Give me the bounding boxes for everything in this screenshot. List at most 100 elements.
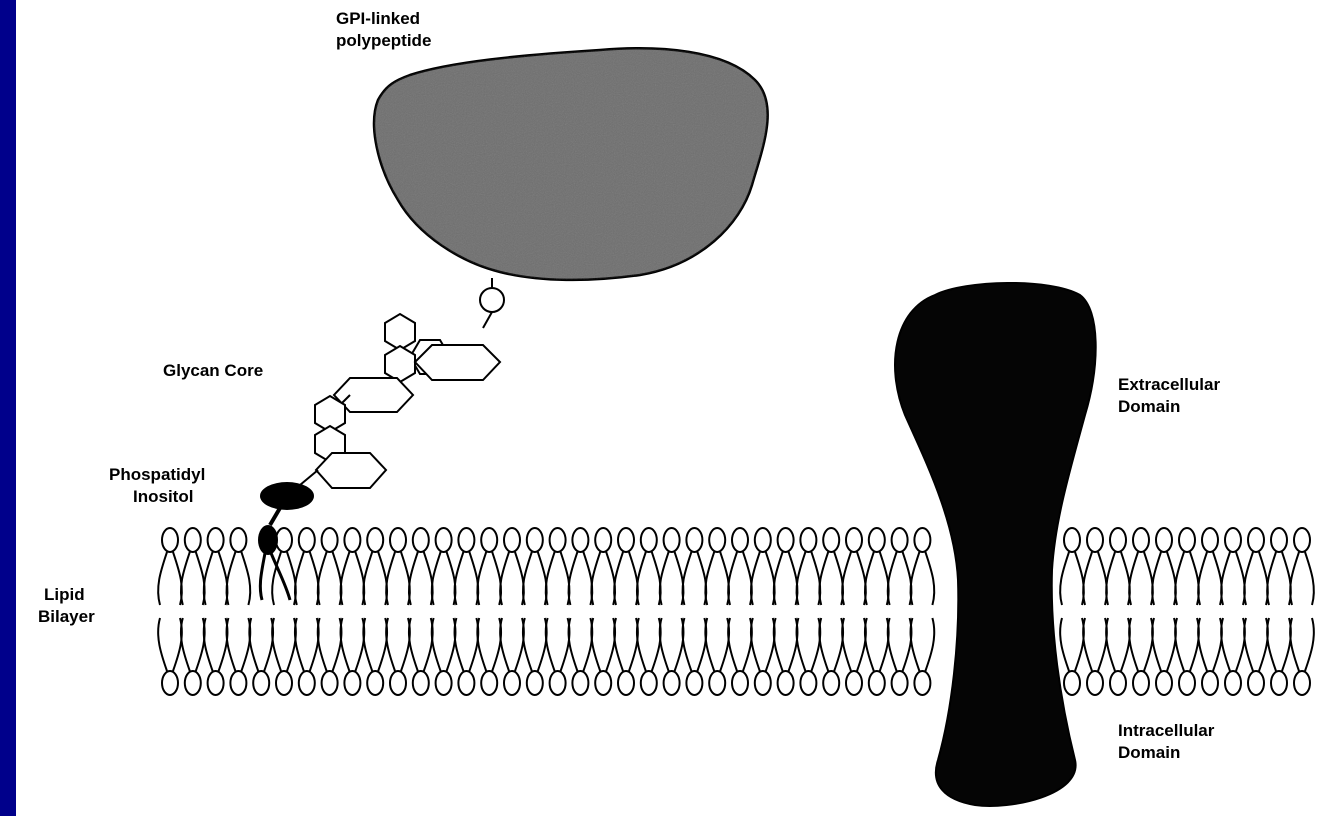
lipid-lower-leaflet bbox=[363, 618, 387, 695]
label-lipid-bilayer: Lipid Bilayer bbox=[38, 584, 95, 628]
lipid-lower-leaflet bbox=[614, 618, 638, 695]
lipid-lower-leaflet bbox=[774, 618, 798, 695]
lipid-upper-leaflet bbox=[523, 528, 547, 605]
lipid-lower-leaflet bbox=[249, 618, 273, 695]
lipid-lower-leaflet bbox=[865, 618, 889, 695]
glycan-hexagon-small bbox=[385, 346, 415, 382]
lipid-lower-leaflet bbox=[1152, 618, 1176, 695]
lipid-upper-leaflet bbox=[1060, 528, 1084, 605]
lipid-lower-leaflet bbox=[637, 618, 661, 695]
lipid-upper-leaflet bbox=[1175, 528, 1199, 605]
lipid-upper-leaflet bbox=[1267, 528, 1291, 605]
label-extra-line2: Domain bbox=[1118, 396, 1220, 418]
lipid-lower-leaflet bbox=[386, 618, 410, 695]
lipid-lower-leaflet bbox=[500, 618, 524, 695]
label-lipid-line2: Bilayer bbox=[38, 606, 95, 628]
label-extracellular-domain: Extracellular Domain bbox=[1118, 374, 1220, 418]
lipid-upper-leaflet bbox=[591, 528, 615, 605]
label-phos-line1: Phospatidyl bbox=[109, 464, 205, 486]
lipid-lower-leaflet bbox=[227, 618, 251, 695]
lipid-lower-leaflet bbox=[1175, 618, 1199, 695]
glycan-circle-sugar bbox=[480, 288, 504, 312]
lipid-upper-leaflet bbox=[1106, 528, 1130, 605]
lipid-upper-leaflet bbox=[500, 528, 524, 605]
lipid-lower-leaflet bbox=[683, 618, 707, 695]
phosphatidyl-inositol-head bbox=[260, 482, 314, 510]
lipid-lower-leaflet bbox=[842, 618, 866, 695]
glycan-core bbox=[300, 278, 504, 488]
lipid-lower-leaflet bbox=[1129, 618, 1153, 695]
label-gpi-polypeptide: GPI-linked polypeptide bbox=[336, 8, 431, 52]
lipid-upper-leaflet bbox=[705, 528, 729, 605]
lipid-lower-leaflet bbox=[1244, 618, 1268, 695]
pi-tail bbox=[260, 553, 265, 600]
lipid-upper-leaflet bbox=[751, 528, 775, 605]
lipid-upper-leaflet bbox=[774, 528, 798, 605]
lipid-lower-leaflet bbox=[797, 618, 821, 695]
lipid-upper-leaflet bbox=[819, 528, 843, 605]
lipid-lower-leaflet bbox=[181, 618, 205, 695]
lipid-lower-leaflet bbox=[1083, 618, 1107, 695]
lipid-upper-leaflet bbox=[1244, 528, 1268, 605]
lipid-upper-leaflet bbox=[614, 528, 638, 605]
label-glycan-text: Glycan Core bbox=[163, 360, 263, 382]
label-intra-line1: Intracellular bbox=[1118, 720, 1214, 742]
label-lipid-line1: Lipid bbox=[38, 584, 95, 606]
lipid-lower-leaflet bbox=[660, 618, 684, 695]
lipid-upper-leaflet bbox=[1290, 528, 1314, 605]
lipid-upper-leaflet bbox=[888, 528, 912, 605]
lipid-lower-leaflet bbox=[546, 618, 570, 695]
lipid-lower-leaflet bbox=[1060, 618, 1084, 695]
lipid-upper-leaflet bbox=[455, 528, 479, 605]
lipid-upper-leaflet bbox=[295, 528, 319, 605]
label-gpi-line2: polypeptide bbox=[336, 30, 431, 52]
lipid-upper-leaflet bbox=[1221, 528, 1245, 605]
lipid-upper-leaflet bbox=[363, 528, 387, 605]
label-phosphatidyl-inositol: Phospatidyl Inositol bbox=[109, 464, 205, 508]
lipid-upper-leaflet bbox=[386, 528, 410, 605]
lipid-lower-leaflet bbox=[911, 618, 935, 695]
lipid-upper-leaflet bbox=[318, 528, 342, 605]
lipid-upper-leaflet bbox=[797, 528, 821, 605]
lipid-upper-leaflet bbox=[1083, 528, 1107, 605]
lipid-lower-leaflet bbox=[318, 618, 342, 695]
lipid-upper-leaflet bbox=[181, 528, 205, 605]
lipid-upper-leaflet bbox=[1198, 528, 1222, 605]
lipid-lower-leaflet bbox=[1106, 618, 1130, 695]
lipid-lower-leaflet bbox=[705, 618, 729, 695]
lipid-lower-leaflet bbox=[523, 618, 547, 695]
lipid-upper-leaflet bbox=[911, 528, 935, 605]
label-intracellular-domain: Intracellular Domain bbox=[1118, 720, 1214, 764]
lipid-upper-leaflet bbox=[728, 528, 752, 605]
lipid-upper-leaflet bbox=[432, 528, 456, 605]
glycan-hexagon-small bbox=[385, 314, 415, 350]
lipid-lower-leaflet bbox=[888, 618, 912, 695]
lipid-lower-leaflet bbox=[295, 618, 319, 695]
lipid-lower-leaflet bbox=[455, 618, 479, 695]
lipid-upper-leaflet bbox=[341, 528, 365, 605]
lipid-upper-leaflet bbox=[865, 528, 889, 605]
pi-linker bbox=[270, 508, 280, 525]
pi-lipid-head bbox=[258, 525, 278, 555]
glycan-hexagon-wide bbox=[316, 453, 386, 488]
lipid-upper-leaflet bbox=[683, 528, 707, 605]
lipid-upper-leaflet bbox=[204, 528, 228, 605]
lipid-upper-leaflet bbox=[660, 528, 684, 605]
lipid-bilayer bbox=[158, 528, 1314, 695]
lipid-lower-leaflet bbox=[1221, 618, 1245, 695]
label-glycan-core: Glycan Core bbox=[163, 360, 263, 382]
lipid-upper-leaflet bbox=[227, 528, 251, 605]
label-extra-line1: Extracellular bbox=[1118, 374, 1220, 396]
lipid-upper-leaflet bbox=[546, 528, 570, 605]
label-phos-line2: Inositol bbox=[109, 486, 205, 508]
lipid-lower-leaflet bbox=[1267, 618, 1291, 695]
lipid-upper-leaflet bbox=[477, 528, 501, 605]
lipid-upper-leaflet bbox=[842, 528, 866, 605]
label-gpi-line1: GPI-linked bbox=[336, 8, 431, 30]
lipid-lower-leaflet bbox=[1290, 618, 1314, 695]
lipid-upper-leaflet bbox=[637, 528, 661, 605]
glycan-hexagon-wide bbox=[415, 345, 500, 380]
lipid-upper-leaflet bbox=[1152, 528, 1176, 605]
lipid-lower-leaflet bbox=[728, 618, 752, 695]
lipid-lower-leaflet bbox=[204, 618, 228, 695]
